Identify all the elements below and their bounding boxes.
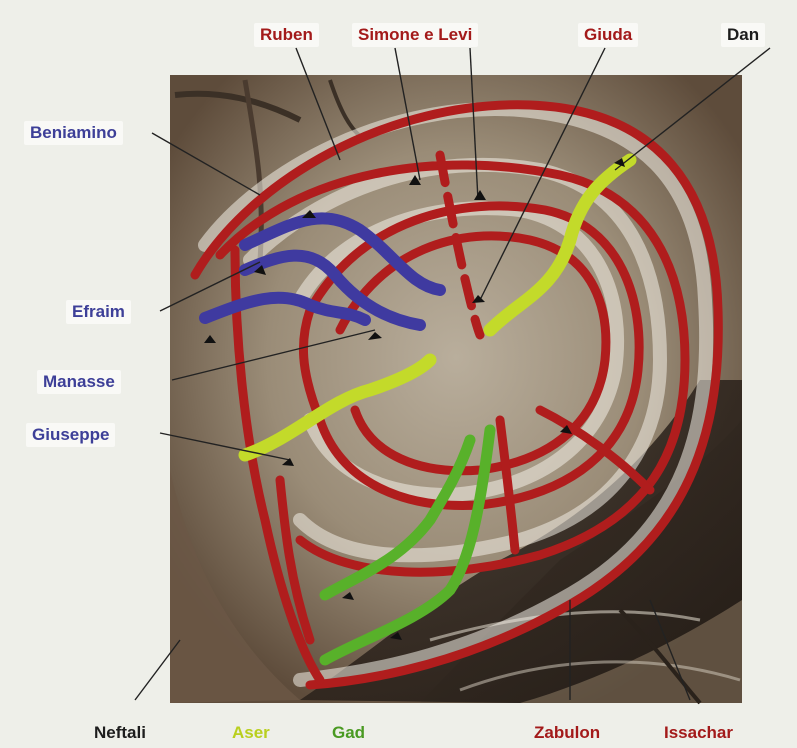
label-beniamino: Beniamino xyxy=(24,121,123,145)
label-simone-e-levi: Simone e Levi xyxy=(352,23,478,47)
label-issachar: Issachar xyxy=(658,721,739,745)
label-efraim: Efraim xyxy=(66,300,131,324)
label-zabulon: Zabulon xyxy=(528,721,606,745)
label-aser: Aser xyxy=(226,721,276,745)
label-giuda: Giuda xyxy=(578,23,638,47)
label-ruben: Ruben xyxy=(254,23,319,47)
label-giuseppe: Giuseppe xyxy=(26,423,115,447)
label-manasse: Manasse xyxy=(37,370,121,394)
label-dan: Dan xyxy=(721,23,765,47)
label-gad: Gad xyxy=(326,721,371,745)
label-neftali: Neftali xyxy=(88,721,152,745)
